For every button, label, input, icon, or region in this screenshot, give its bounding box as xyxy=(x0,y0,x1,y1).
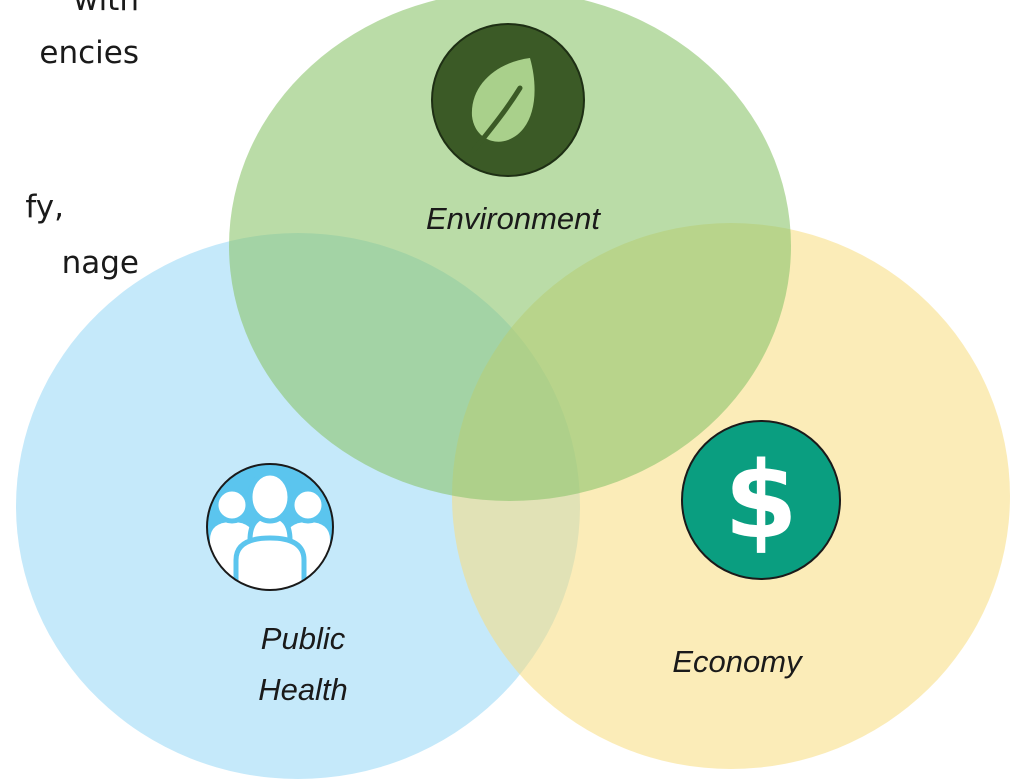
background-text-line-1: with xyxy=(73,0,139,18)
people-icon xyxy=(206,463,334,591)
public-health-label-line-1: Public xyxy=(261,621,346,656)
background-text-line-5: nage xyxy=(61,245,139,281)
public-health-label-line-2: Health xyxy=(258,672,348,707)
svg-text:$: $ xyxy=(724,439,798,562)
background-text-line-2: encies xyxy=(39,35,139,71)
background-text-line-4: fy, xyxy=(25,189,64,225)
environment-label: Environment xyxy=(426,201,601,236)
leaf-icon xyxy=(431,23,585,177)
environment-circle xyxy=(229,0,791,501)
dollar-icon: $ xyxy=(681,420,841,580)
economy-label: Economy xyxy=(672,644,804,679)
